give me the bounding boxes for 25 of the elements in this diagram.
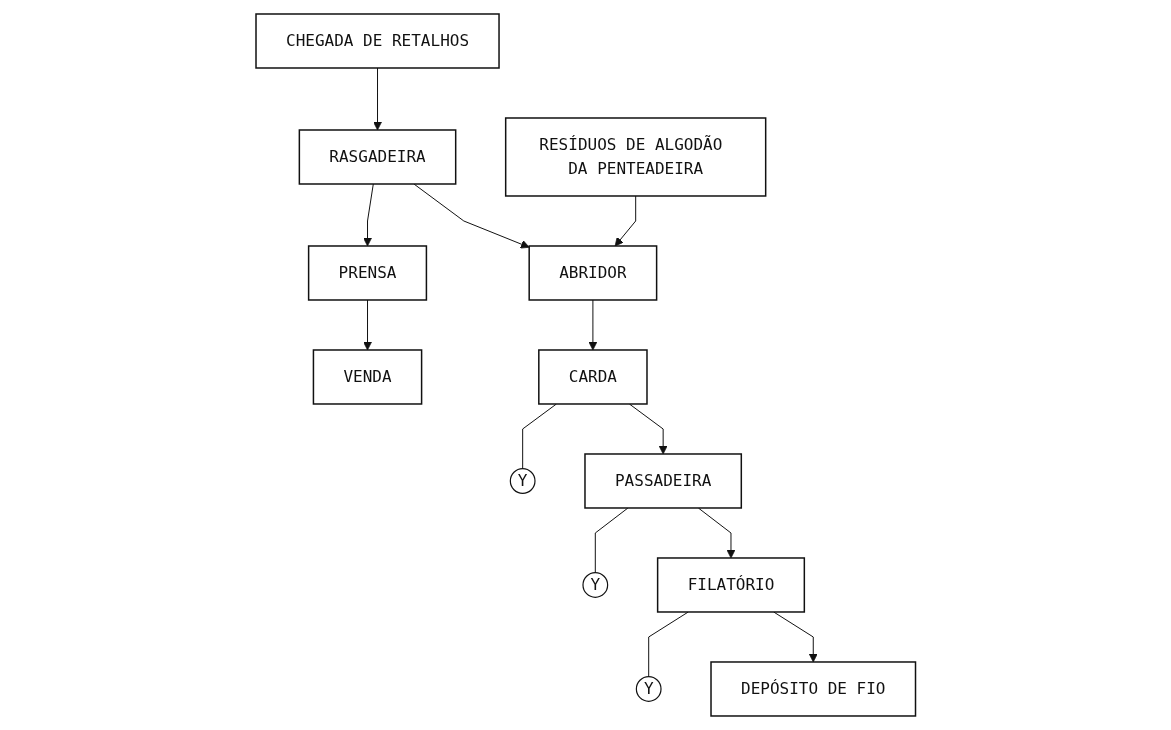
arrow bbox=[697, 507, 736, 559]
arrow bbox=[372, 67, 382, 131]
node-circle: Y bbox=[635, 676, 662, 702]
connector bbox=[647, 611, 689, 678]
arrow bbox=[362, 299, 372, 351]
arrow bbox=[614, 195, 636, 247]
node-box: RESÍDUOS DE ALGODÃO DA PENTEADEIRA bbox=[504, 117, 767, 197]
node-box: VENDA bbox=[312, 349, 423, 405]
node-box: PRENSA bbox=[307, 245, 427, 301]
node-box: CARDA bbox=[537, 349, 648, 405]
arrow bbox=[772, 611, 818, 663]
node-box: PASSADEIRA bbox=[583, 453, 742, 509]
node-box: ABRIDOR bbox=[528, 245, 658, 301]
connector bbox=[521, 403, 557, 470]
connector bbox=[594, 507, 629, 574]
node-circle: Y bbox=[509, 468, 536, 494]
node-box: CHEGADA DE RETALHOS bbox=[255, 13, 500, 69]
arrow bbox=[362, 183, 374, 247]
arrow bbox=[413, 183, 530, 249]
arrow bbox=[628, 403, 668, 455]
node-box: FILATÓRIO bbox=[656, 557, 805, 613]
node-circle: Y bbox=[582, 572, 608, 598]
node-box: RASGADEIRA bbox=[298, 129, 457, 185]
node-box: DEPÓSITO DE FIO bbox=[710, 661, 916, 717]
arrow bbox=[588, 299, 598, 351]
